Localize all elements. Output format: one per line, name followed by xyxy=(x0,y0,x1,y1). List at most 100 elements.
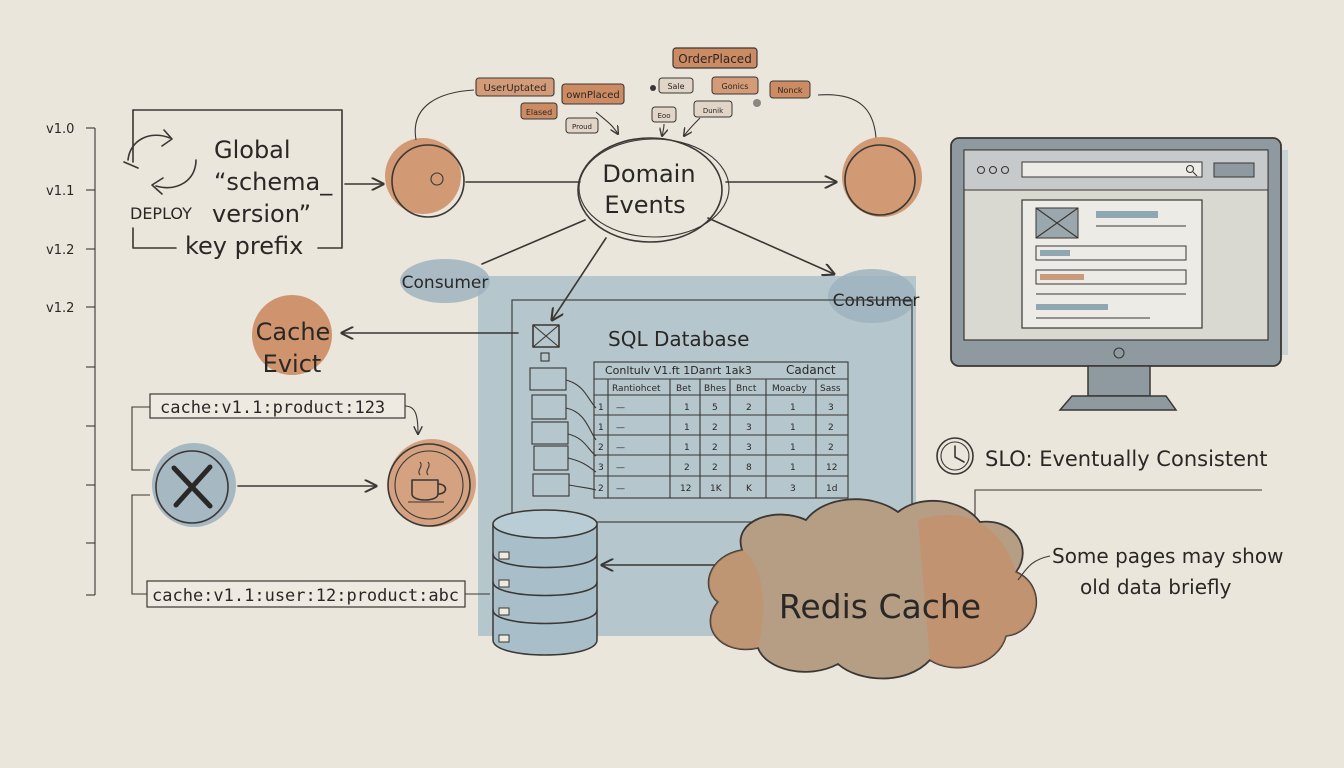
event-tag xyxy=(672,47,758,69)
event-dot xyxy=(753,99,761,107)
cache-key-box: cache:v1.1:user:12:product:abc xyxy=(146,580,466,608)
table-cell: 2 xyxy=(598,443,604,453)
table-cell: 1 xyxy=(790,463,796,473)
tag-arrow xyxy=(595,111,618,134)
event-tag-label: Dunik xyxy=(703,107,724,115)
key-to-cache-arrow xyxy=(404,405,418,434)
table-cell: 1 xyxy=(598,403,604,413)
table-cell: 2 xyxy=(746,403,752,413)
table-cell: 2 xyxy=(712,443,718,453)
version-timeline: v1.0 v1.1 v1.2 v1.2 xyxy=(46,122,96,596)
events-to-consumer-line xyxy=(481,219,586,265)
event-tag-label: Gonics xyxy=(722,82,749,91)
table-cell: — xyxy=(616,423,625,433)
cache-key-bracket xyxy=(131,406,150,595)
consumer-label: Consumer xyxy=(833,291,920,311)
subscriber-node xyxy=(842,137,922,217)
cache-evict: Cache Evict xyxy=(252,295,332,378)
table-cell: 1 xyxy=(598,423,604,433)
table-cell: — xyxy=(616,484,625,494)
deploy-line: Global xyxy=(214,136,291,164)
event-tag xyxy=(693,100,733,118)
table-cell: 3 xyxy=(790,484,796,494)
table-cell: 1 xyxy=(684,423,690,433)
table-cell: — xyxy=(616,443,625,453)
browser-address-bar xyxy=(1021,161,1203,178)
consumer-label: Consumer xyxy=(402,273,489,293)
power-button-icon xyxy=(1113,347,1125,359)
table-header: Rantiohcet xyxy=(612,384,661,394)
table-header: Bet xyxy=(676,384,692,394)
table-cell: 2 xyxy=(598,484,604,494)
event-tag xyxy=(769,80,811,99)
table-cell: 1 xyxy=(790,443,796,453)
table-cell: 2 xyxy=(828,443,834,453)
fresh-entry-node xyxy=(387,439,476,527)
consumer-right: Consumer xyxy=(828,269,919,323)
coffee-cup-icon xyxy=(408,461,447,503)
table-cell: — xyxy=(616,403,625,413)
table-cell: 1d xyxy=(826,484,837,494)
database-stack-icon xyxy=(492,509,598,656)
event-tag-label: ownPlaced xyxy=(566,90,620,101)
event-tag-label: Eoo xyxy=(658,112,671,120)
cache-key-label: cache:v1.1:product:123 xyxy=(160,398,385,418)
table-cell: — xyxy=(616,463,625,473)
domain-events: Domain Events xyxy=(577,137,730,243)
table-header: Moacby xyxy=(772,384,807,394)
cache-key-box: cache:v1.1:product:123 xyxy=(149,393,406,419)
cache-evict-line: Evict xyxy=(263,350,322,378)
deploy-box: DEPLOY Global “schema_ version” key pref… xyxy=(123,109,343,260)
tag-arrow xyxy=(662,123,664,136)
version-label: v1.1 xyxy=(46,184,74,199)
slo: SLO: Eventually Consistent xyxy=(936,437,1268,475)
event-tag-label: Elased xyxy=(526,108,552,117)
table-caption: Conltulv V1.ft 1Danrt 1ak3 xyxy=(605,364,752,377)
event-tag xyxy=(658,77,694,94)
version-label: v1.2 xyxy=(46,243,74,258)
event-tag xyxy=(475,77,555,97)
stale-data-note: Some pages may show old data briefly xyxy=(1052,544,1283,599)
tag-arrow xyxy=(684,117,701,136)
table-cell: 1 xyxy=(790,403,796,413)
table-header: Bhes xyxy=(704,384,726,394)
table-cell: 8 xyxy=(746,463,752,473)
events-to-sql-arrow xyxy=(552,237,607,320)
x-mark-icon xyxy=(171,464,213,509)
producer-tag-link xyxy=(414,89,475,141)
sql-title: SQL Database xyxy=(608,327,749,351)
table-cell: 1K xyxy=(710,484,723,494)
table-cell: 2 xyxy=(712,463,718,473)
event-tag-label: Proud xyxy=(572,123,592,131)
consumer-left: Consumer xyxy=(400,259,490,303)
table-header: Sass xyxy=(820,384,841,394)
slo-label: SLO: Eventually Consistent xyxy=(985,447,1268,471)
event-dot xyxy=(650,85,656,91)
invalid-entry-node xyxy=(152,443,236,527)
event-tag-label: OrderPlaced xyxy=(678,52,752,66)
table-cell: 3 xyxy=(746,443,752,453)
table-cell: 2 xyxy=(712,423,718,433)
cache-key-label: cache:v1.1:user:12:product:abc xyxy=(152,586,459,606)
refresh-cycle-icon xyxy=(123,129,197,195)
table-cell: 1 xyxy=(684,403,690,413)
search-icon xyxy=(1185,164,1198,177)
note-line: Some pages may show xyxy=(1052,544,1283,568)
table-cell: 12 xyxy=(680,484,691,494)
events-to-consumer-right-arrow xyxy=(707,217,834,274)
event-tag xyxy=(565,117,599,134)
event-tag xyxy=(711,76,759,95)
event-tag-label: Nonck xyxy=(778,86,803,95)
table-icon xyxy=(532,324,560,362)
note-connector xyxy=(1017,555,1051,581)
cache-evict-line: Cache xyxy=(256,318,331,346)
redis-cache-cloud: Redis Cache xyxy=(707,498,1038,680)
redis-label: Redis Cache xyxy=(779,587,981,626)
deploy-line: “schema_ xyxy=(214,168,333,196)
monitor xyxy=(950,137,1282,411)
domain-events-title-line: Domain xyxy=(602,160,695,188)
event-tag-label: Sale xyxy=(667,82,684,91)
table-cell: 3 xyxy=(746,423,752,433)
table-cell: 3 xyxy=(598,463,604,473)
event-tag xyxy=(561,83,625,105)
